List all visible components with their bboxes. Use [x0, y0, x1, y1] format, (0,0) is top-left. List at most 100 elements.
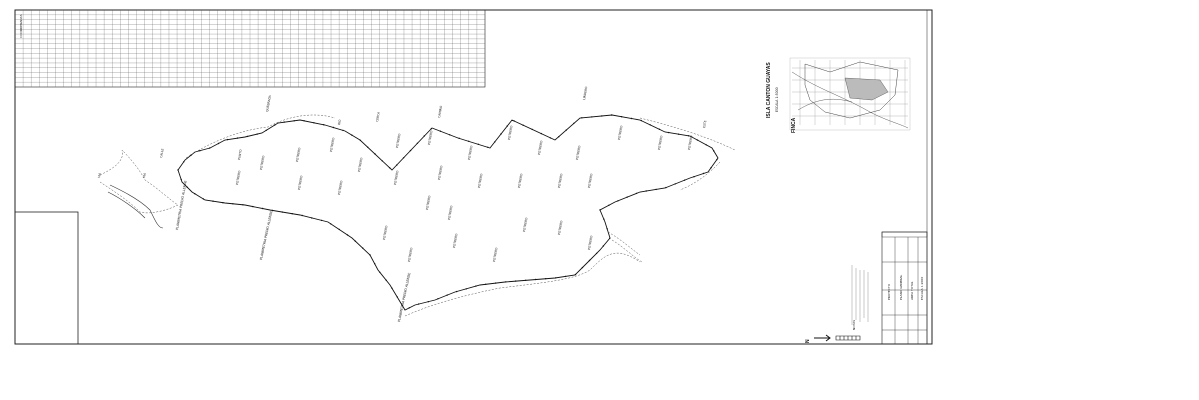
boundary-point: [535, 278, 537, 281]
boundary-point: [367, 146, 369, 148]
parcel-label: POTRERO: [657, 135, 664, 151]
parcel-label: POTRERO: [557, 173, 564, 189]
boundary-point: [591, 116, 593, 118]
boundary-point: [222, 202, 224, 204]
parcel-label: POTRERO: [337, 180, 344, 196]
boundary-point: [713, 150, 715, 152]
boundary-point: [346, 234, 349, 236]
boundary-point: [332, 126, 335, 129]
parcel-label: POTRERO: [437, 165, 444, 181]
boundary-point: [487, 146, 489, 148]
boundary-note-bottom: PLANIMETRIA PREDIO ALLENDE: [397, 272, 411, 322]
feature-label: CERCA: [375, 111, 381, 123]
boundary-point: [190, 154, 192, 156]
boundary-point: [362, 247, 364, 249]
parcel-label: POTRERO: [507, 125, 514, 141]
boundary-point: [602, 245, 605, 247]
boundary-point: [716, 158, 718, 161]
boundary-point: [581, 117, 583, 119]
boundary-point: [603, 218, 605, 220]
river-band-south: [404, 252, 641, 317]
boundary-point: [565, 129, 567, 131]
river-band-east: [639, 117, 736, 191]
boundary-point: [330, 223, 332, 225]
boundary-point: [281, 211, 283, 213]
parcel-label: POTRERO: [235, 170, 242, 186]
parcel-label: POTRERO: [329, 137, 336, 153]
river-band-north: [185, 114, 336, 159]
road-west: [107, 184, 164, 229]
parcel-label: POTRERO: [357, 157, 364, 173]
north-arrow: N: [805, 334, 861, 343]
boundary-point: [427, 301, 429, 303]
feature-label: LINDERO: [582, 86, 588, 101]
boundary-point: [261, 207, 264, 210]
parcel-label: POTRERO: [467, 145, 474, 161]
boundary-point: [630, 117, 633, 120]
coordinates-table-header: COORDENADAS: [19, 14, 23, 38]
boundary-point: [617, 200, 619, 202]
boundary-point: [416, 142, 419, 144]
parcel-label: POTRERO: [492, 247, 499, 263]
boundary-point: [564, 275, 567, 278]
parcel-label: POTRERO: [395, 133, 402, 149]
boundary-point: [212, 200, 214, 202]
boundary-point: [183, 161, 185, 163]
boundary-point: [658, 128, 661, 130]
boundary-point: [291, 213, 293, 215]
boundary-point: [705, 144, 707, 146]
boundary-point: [581, 266, 584, 269]
boundary-point: [351, 134, 353, 136]
parcel-label: POTRERO: [617, 125, 624, 141]
boundary-point: [374, 263, 376, 265]
boundary-point: [649, 124, 651, 126]
boundary-point: [271, 209, 274, 212]
parcel-label: POTRERO: [297, 175, 304, 191]
parcel-label: POTRERO: [452, 233, 459, 249]
coordinates-table: COORDENADAS: [14, 9, 486, 88]
parcel-label: POTRERO: [587, 173, 594, 189]
boundary-point: [608, 204, 610, 206]
parcel-label: POTRERO: [537, 140, 544, 156]
boundary-point: [437, 298, 439, 300]
boundary-point: [687, 135, 690, 137]
boundary-point: [549, 137, 552, 139]
boundary-point: [545, 278, 547, 280]
boundary-point: [379, 271, 381, 274]
boundary-point: [513, 120, 515, 122]
boundary-point: [599, 209, 601, 211]
boundary-point: [396, 164, 398, 166]
boundary-point: [388, 167, 391, 169]
boundary-point: [409, 149, 412, 152]
boundary-point: [232, 203, 234, 205]
sheet-inner-frame: [926, 9, 933, 345]
boundary-point: [303, 120, 305, 122]
boundary-point: [274, 124, 276, 126]
north-mark: N: [805, 339, 811, 343]
boundary-point: [485, 283, 487, 285]
boundary-point: [199, 150, 201, 152]
sheet-frame: [14, 9, 933, 345]
boundary-point: [465, 288, 467, 290]
boundary-point: [710, 167, 712, 169]
boundary-point: [515, 280, 517, 282]
boundary-point: [601, 115, 603, 117]
boundary-point: [683, 179, 686, 181]
parcel-label: POTRERO: [393, 170, 400, 186]
boundary-point: [475, 285, 477, 287]
boundary-point: [359, 139, 361, 141]
boundary-point: [635, 192, 638, 195]
feature-label: ESTE: [702, 120, 707, 128]
feature-label: RIO: [337, 119, 342, 126]
boundary-point: [369, 254, 371, 256]
boundary-point: [522, 124, 524, 126]
boundary-point: [588, 259, 591, 262]
boundary-point: [283, 121, 285, 123]
feature-label: VIA: [97, 172, 102, 179]
boundary-point: [693, 176, 695, 178]
parcel-label: PUNTO: [237, 149, 243, 161]
boundary-point: [446, 294, 448, 296]
boundary-point: [342, 129, 344, 132]
boundary-point: [385, 279, 387, 281]
parcel-label: POTRERO: [407, 247, 414, 263]
